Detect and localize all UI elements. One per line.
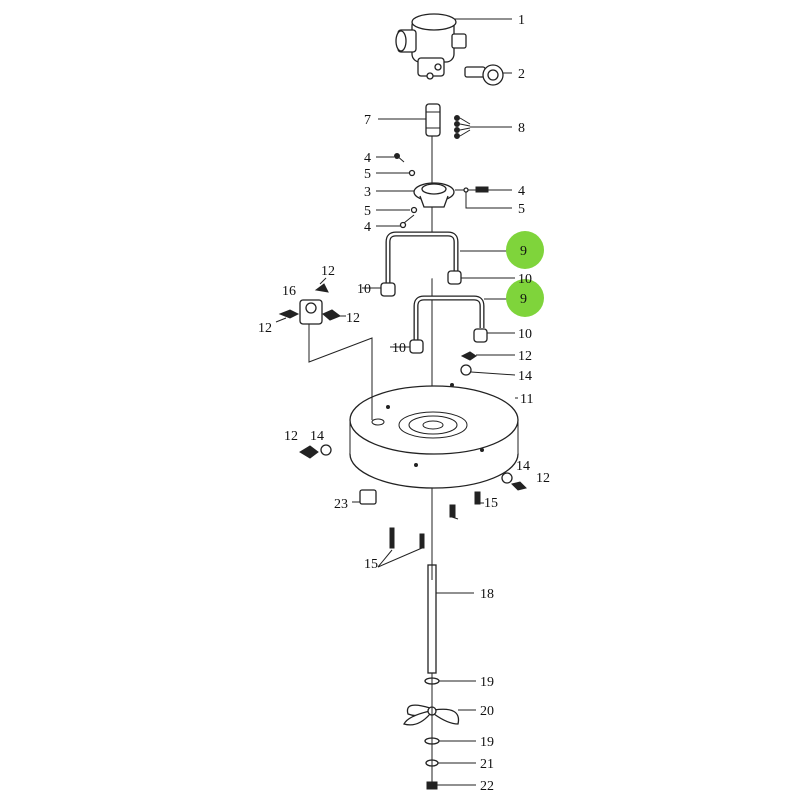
callout-19-lower: 19 [480,735,494,750]
socket-upper-right [447,270,515,285]
callout-15-left: 15 [364,557,378,572]
washer-lower [424,737,476,745]
callout-12-right-plate: 12 [536,471,550,486]
bearing-flange [413,182,455,208]
callout-23: 23 [334,497,348,512]
set-screws [454,115,512,139]
left-bolts [376,153,418,229]
callout-15-right: 15 [484,496,498,511]
callout-21: 21 [480,757,494,772]
callout-5-right: 5 [518,202,525,217]
coupling [425,103,441,137]
drive-shaft [427,564,474,674]
thumb-screw-right-plate [501,472,527,491]
handle-bar-lower [413,295,485,342]
callout-10-upper-left: 10 [357,282,371,297]
callout-12-top: 12 [321,264,335,279]
valve-knob [464,64,504,86]
washer-upper [424,677,476,685]
callout-14-left-plate: 14 [310,429,324,444]
callout-4-bottom: 4 [364,220,371,235]
callout-9-upper: 9 [520,244,527,259]
callout-5-mid: 5 [364,204,371,219]
callout-12-right: 12 [518,349,532,364]
end-nut [426,781,476,790]
thumb-screw-right [460,351,516,376]
callout-10-lower-right: 10 [518,327,532,342]
base-plate [349,382,519,489]
highlight-marker-9-upper [506,231,544,269]
callout-12-left-bracket: 12 [258,321,272,336]
air-motor [395,13,467,80]
callout-18: 18 [480,587,494,602]
callout-3: 3 [364,185,371,200]
callout-14-right: 14 [518,369,532,384]
callout-4-right: 4 [518,184,525,199]
callout-9-lower: 9 [520,292,527,307]
bracket-clamp [275,277,373,420]
right-bolts [455,186,512,209]
bottom-screws [377,491,484,568]
callout-12-left-plate: 12 [284,429,298,444]
callout-8: 8 [518,121,525,136]
callout-1: 1 [518,13,525,28]
callout-11: 11 [520,392,533,407]
callout-20: 20 [480,704,494,719]
callout-19-upper: 19 [480,675,494,690]
callout-16: 16 [282,284,296,299]
callout-12-right-bracket: 12 [346,311,360,326]
lock-washer [425,759,476,767]
callout-4-top: 4 [364,151,371,166]
callout-2: 2 [518,67,525,82]
highlight-marker-9-lower [506,279,544,317]
callout-7: 7 [364,113,371,128]
hex-nut [352,489,377,505]
handle-bar-upper [385,231,459,290]
callout-5-top: 5 [364,167,371,182]
callout-14-right-plate: 14 [516,459,530,474]
propeller-blade [403,704,476,726]
callout-22: 22 [480,779,494,794]
socket-lower-left [390,339,424,354]
callout-10-lower-left: 10 [392,341,406,356]
socket-lower-right [473,328,515,343]
socket-upper-left [362,282,396,297]
callout-10-upper-right: 10 [518,272,532,287]
thumb-screw-left [299,444,332,459]
